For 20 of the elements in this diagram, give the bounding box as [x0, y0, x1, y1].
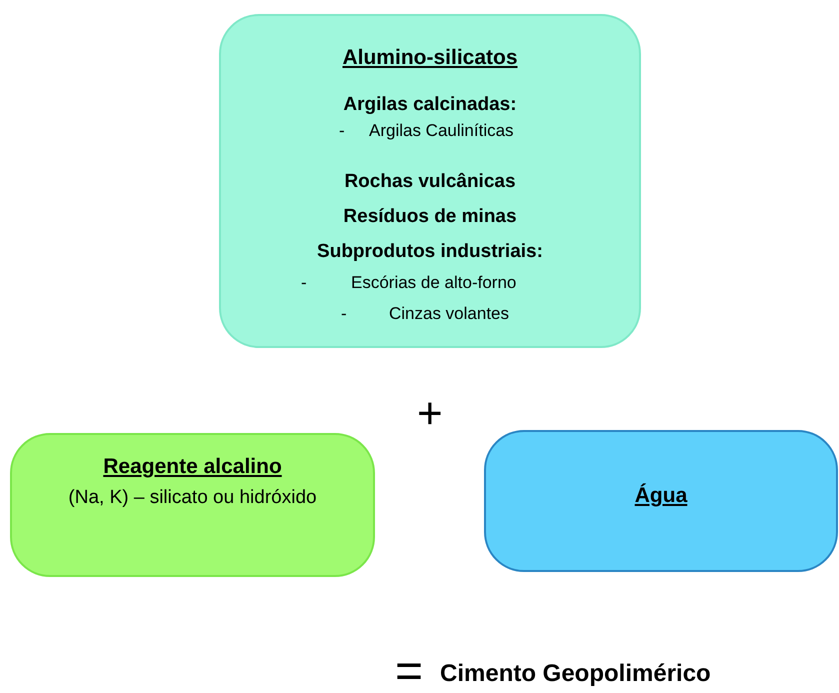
text: Subprodutos industriais: [316, 241, 544, 263]
text: (Na, K) – silicato ou hidróxido [67, 487, 318, 509]
text: Resíduos de minas [342, 206, 518, 228]
result-text: Cimento Geopolimérico [440, 662, 711, 686]
text: Cinzas volantes [389, 304, 510, 324]
text: Rochas vulcânicas [343, 171, 517, 193]
rounded-box [10, 433, 375, 577]
rounded-box [484, 430, 838, 572]
text: Argilas Cauliníticas [369, 121, 514, 141]
heading: Água [634, 484, 688, 508]
text: - [341, 304, 347, 324]
rounded-box [219, 14, 641, 348]
heading: Reagente alcalino [102, 455, 283, 480]
text: - [339, 121, 345, 141]
text: Argilas calcinadas: [342, 94, 518, 116]
heading: Alumino-silicatos [341, 46, 519, 70]
text: - [301, 273, 307, 293]
equals-sign: = [395, 648, 424, 693]
plus-sign: + [417, 392, 443, 436]
text: Escórias de alto-forno [351, 273, 516, 293]
